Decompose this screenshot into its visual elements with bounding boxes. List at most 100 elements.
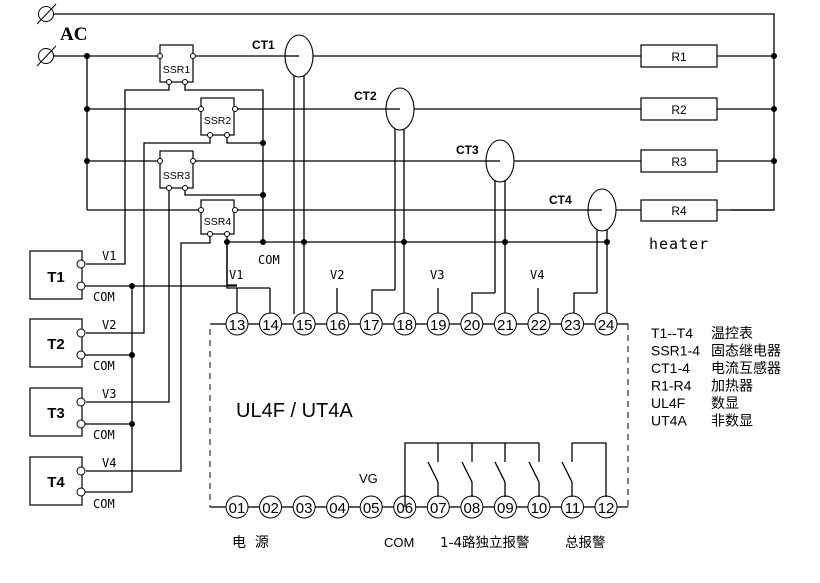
ssr-4: SSR4 (198, 199, 238, 237)
ssr-1: SSR1 (157, 44, 196, 85)
ssr-label: SSR2 (204, 115, 232, 127)
terminal-16: 16 (326, 312, 350, 336)
terminal-number: 01 (229, 500, 246, 517)
ct-3: CT3 (456, 139, 515, 314)
terminal-number: 17 (363, 317, 380, 334)
legend-item: UL4F 数显 (651, 395, 739, 412)
ssr-label: SSR3 (163, 170, 191, 182)
resistor-label: R4 (671, 204, 687, 218)
v3-wire (86, 190, 170, 403)
terminal-number: 07 (430, 500, 447, 517)
v-label: V2 (102, 318, 116, 332)
input-label-v2: V2 (330, 268, 344, 282)
resistor-r1: R1 (640, 44, 718, 68)
terminal-01: 01 (225, 495, 249, 519)
v-label: V1 (102, 249, 116, 263)
ssr-label: SSR4 (204, 216, 232, 228)
terminal-number: 03 (296, 500, 313, 517)
ssr-3: SSR3 (157, 150, 196, 191)
controller-label: T3 (47, 405, 65, 422)
legend-desc: 电流互感器 (711, 360, 781, 377)
ct-label: CT3 (456, 143, 479, 157)
terminal-number: 22 (531, 317, 548, 334)
legend-code: CT1-4 (651, 360, 690, 376)
terminal-number: 12 (598, 500, 615, 517)
input-label-v4: V4 (530, 268, 544, 282)
terminal-number: 13 (229, 317, 246, 334)
com-label: COM (93, 359, 115, 373)
legend-code: UL4F (651, 395, 685, 411)
legend-desc: 温控表 (711, 326, 753, 342)
terminal-09: 09 (493, 495, 517, 519)
terminal-number: 16 (329, 317, 346, 334)
terminal-number: 19 (430, 317, 447, 334)
ac-source: AC (36, 3, 87, 67)
v2-wire (86, 137, 211, 334)
legend-code: SSR1-4 (651, 343, 700, 359)
total-alarm-label: 总报警 (565, 535, 606, 551)
terminal-10: 10 (527, 495, 551, 519)
ssr-label: SSR1 (163, 64, 191, 76)
terminal-05: 05 (359, 495, 383, 519)
terminal-11: 11 (561, 495, 584, 519)
ac-label: AC (60, 24, 87, 45)
terminal-number: 05 (363, 500, 380, 517)
com-label: COM (93, 497, 115, 511)
terminal-number: 24 (598, 317, 615, 334)
input-label-v1: V1 (229, 268, 243, 282)
terminal-03: 03 (292, 495, 316, 519)
temp-controller-t1: T1 V1 COM (29, 249, 116, 304)
temp-controller-t4: T4 V4 COM (29, 456, 116, 511)
legend-code: UT4A (651, 413, 687, 429)
terminal-15: 15 (292, 312, 316, 336)
terminal-number: 08 (464, 500, 481, 517)
resistor-r2: R2 (640, 97, 718, 121)
temp-controller-t3: T3 V3 COM (29, 387, 116, 442)
legend-desc: 数显 (711, 396, 739, 412)
terminal-18: 18 (393, 312, 417, 336)
terminal-04: 04 (326, 495, 350, 519)
terminal-12: 12 (594, 495, 618, 519)
legend-desc: 加热器 (711, 379, 753, 395)
v-label: V3 (102, 387, 116, 401)
com-label: COM (93, 290, 115, 304)
controller-label: T1 (47, 269, 65, 286)
alarm-com-bus (404, 442, 539, 507)
temp-controller-t2: T2 V2 COM (29, 318, 116, 373)
resistor-r3: R3 (640, 149, 718, 173)
terminal-17: 17 (359, 312, 383, 336)
terminal-number: 14 (262, 317, 279, 334)
terminal-08: 08 (460, 495, 484, 519)
terminal-02: 02 (259, 495, 283, 519)
ssr-com-column (184, 84, 264, 242)
terminal-number: 20 (464, 317, 481, 334)
ct-label: CT1 (252, 38, 275, 52)
resistor-label: R3 (671, 155, 687, 169)
terminal-number: 04 (329, 500, 346, 517)
v-label: V4 (102, 456, 116, 470)
terminal-23: 23 (561, 312, 584, 336)
power-label: 电 源 (232, 535, 269, 551)
ct-label: CT2 (354, 89, 377, 103)
controller-label: T4 (47, 474, 65, 491)
resistor-label: R2 (671, 103, 687, 117)
ct-4: CT4 (549, 188, 617, 314)
ac-terminal-n-icon (38, 48, 54, 64)
terminal-21: 21 (493, 312, 517, 336)
ct-1: CT1 (252, 34, 314, 314)
controller-label: T2 (47, 336, 65, 353)
terminal-number: 10 (531, 500, 548, 517)
com-bus-label: COM (258, 253, 280, 267)
input-label-v3: V3 (430, 268, 444, 282)
terminal-19: 19 (426, 312, 450, 336)
top-terminal-row: 13 14 15 16 17 18 19 20 21 22 23 24 (211, 312, 629, 336)
terminal-number: 21 (497, 317, 514, 334)
v4-wire (86, 236, 211, 472)
resistor-label: R1 (671, 50, 687, 64)
legend-item: CT1-4 电流互感器 (651, 360, 781, 377)
